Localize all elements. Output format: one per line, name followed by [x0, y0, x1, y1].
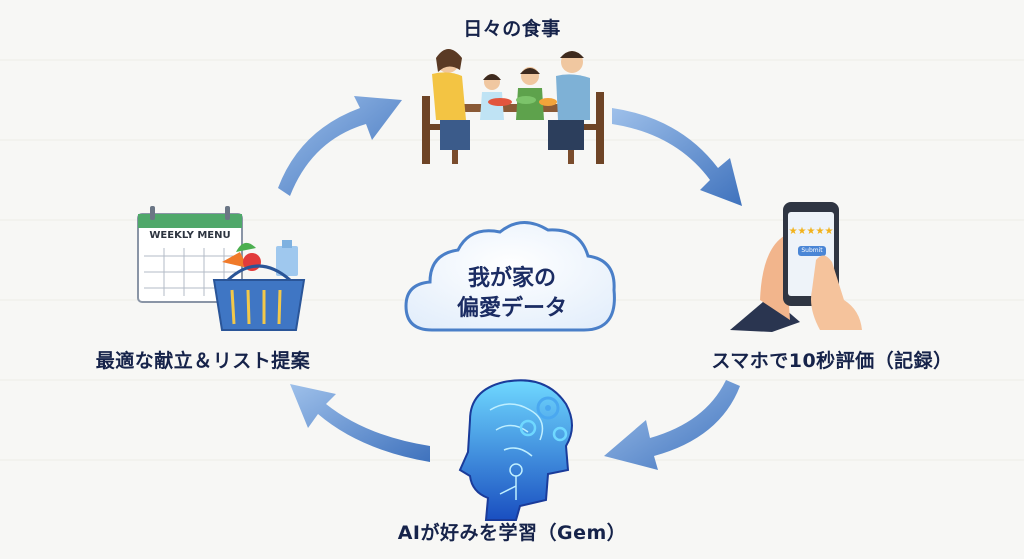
- smartphone-rating-icon: ★★★★★: [730, 202, 862, 332]
- menu-calendar-basket-icon: [137, 206, 306, 331]
- cloud-line-1: 我が家の: [467, 266, 556, 291]
- submit-button: Submit: [801, 247, 823, 254]
- arrow-right-to-bottom: [604, 380, 740, 470]
- family-dining-icon: [422, 49, 604, 164]
- label-daily-meals: 日々の食事: [463, 18, 561, 40]
- label-menu-proposal: 最適な献立＆リスト提案: [95, 350, 311, 372]
- cloud-icon: [404, 221, 616, 332]
- cloud-line-2: 偏愛データ: [456, 296, 567, 321]
- arrow-top-to-right: [612, 108, 742, 206]
- label-ai-learning: AIが好みを学習（Gem）: [397, 522, 627, 544]
- arrow-left-to-top: [278, 96, 402, 196]
- label-smartphone-rating: スマホで10秒評価（記録）: [711, 350, 953, 372]
- ai-brain-head-icon: [458, 379, 573, 521]
- calendar-title: WEEKLY MENU: [149, 230, 231, 241]
- arrow-bottom-to-left: [290, 384, 430, 462]
- svg-text:★★★★★: ★★★★★: [789, 226, 834, 237]
